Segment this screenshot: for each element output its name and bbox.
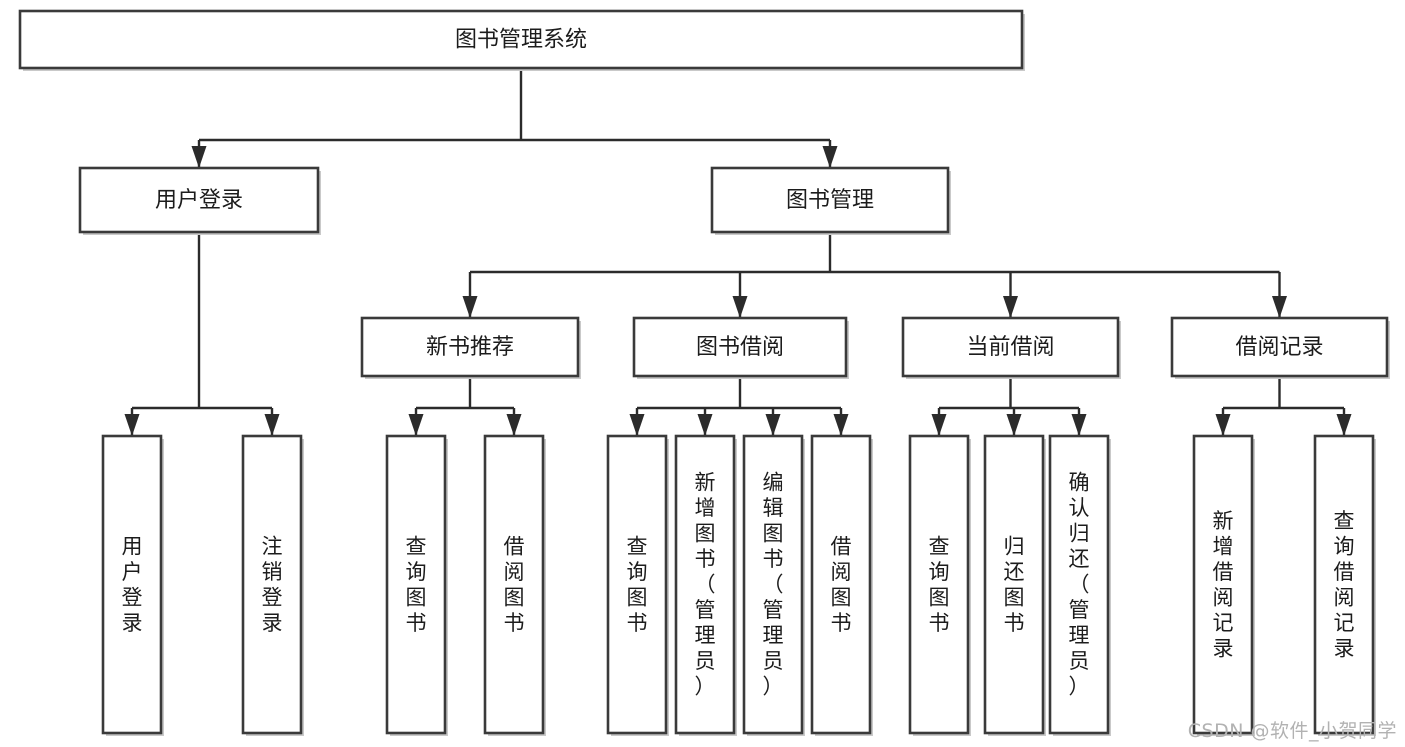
node-leaf-confirm-return-admin[interactable]: 确认归还（管理员） [1048, 434, 1111, 736]
node-leaf-query-book-2[interactable]: 查询图书 [606, 434, 669, 736]
node-label: 图书借阅 [696, 335, 784, 360]
node-box[interactable] [385, 434, 447, 735]
node-book-borrow[interactable]: 图书借阅 [632, 316, 849, 379]
watermark-text: CSDN @软件_小贺同学 [1187, 720, 1397, 742]
arrow-head-icon [765, 414, 781, 436]
arrow-head-icon [264, 414, 280, 436]
arrow-head-icon [1006, 414, 1022, 436]
node-leaf-query-borrow-record[interactable]: 查询借阅记录 [1313, 434, 1376, 736]
node-leaf-query-book-3[interactable]: 查询图书 [908, 434, 971, 736]
arrow-head-icon [408, 414, 424, 436]
node-leaf-logout[interactable]: 注销登录 [241, 434, 304, 736]
node-label: 当前借阅 [966, 335, 1054, 360]
arrow-head-icon [506, 414, 522, 436]
arrow-head-icon [1071, 414, 1087, 436]
arrow-head-icon [462, 296, 478, 318]
node-box[interactable] [1170, 316, 1389, 378]
node-label: 用户登录 [122, 534, 143, 635]
node-book-management[interactable]: 图书管理 [710, 166, 951, 235]
node-box[interactable] [1192, 434, 1254, 735]
node-leaf-add-borrow-record[interactable]: 新增借阅记录 [1192, 434, 1255, 736]
node-label: 借阅图书 [831, 534, 852, 635]
arrow-head-icon [697, 414, 713, 436]
arrow-head-icon [1272, 296, 1287, 318]
node-box[interactable] [606, 434, 668, 735]
node-box[interactable] [742, 434, 804, 735]
node-leaf-borrow-book-1[interactable]: 借阅图书 [483, 434, 546, 736]
arrow-head-icon [833, 414, 849, 436]
node-label: 新书推荐 [426, 335, 514, 360]
node-borrow-record[interactable]: 借阅记录 [1170, 316, 1390, 379]
node-leaf-user-login[interactable]: 用户登录 [101, 434, 164, 736]
node-label: 查询图书 [929, 534, 950, 635]
node-box[interactable] [674, 434, 736, 735]
node-leaf-return-book[interactable]: 归还图书 [983, 434, 1046, 736]
arrow-head-icon [931, 414, 947, 436]
arrow-head-icon [191, 146, 207, 168]
connector-group [1215, 376, 1352, 436]
node-label: 图书管理 [786, 188, 874, 213]
arrow-head-icon [1003, 296, 1018, 318]
node-label: 借阅图书 [504, 534, 525, 635]
arrow-head-icon [1215, 414, 1231, 436]
node-box[interactable] [360, 316, 580, 378]
node-box[interactable] [241, 434, 303, 735]
node-box[interactable] [18, 9, 1024, 70]
node-box[interactable] [710, 166, 950, 234]
node-box[interactable] [1048, 434, 1110, 735]
node-box[interactable] [901, 316, 1120, 378]
node-box[interactable] [483, 434, 545, 735]
node-new-book-recommend[interactable]: 新书推荐 [360, 316, 581, 379]
connector-group [408, 376, 522, 436]
node-current-borrow[interactable]: 当前借阅 [901, 316, 1121, 379]
node-label: 查询图书 [627, 534, 648, 635]
node-label: 借阅记录 [1235, 335, 1323, 360]
connector-group [931, 376, 1087, 436]
node-box[interactable] [78, 166, 320, 234]
node-root[interactable]: 图书管理系统 [18, 9, 1025, 71]
node-layer: 图书管理系统用户登录图书管理新书推荐图书借阅当前借阅借阅记录用户登录注销登录查询… [18, 9, 1390, 736]
node-box[interactable] [983, 434, 1045, 735]
node-label: 图书管理系统 [455, 28, 587, 53]
node-label: 用户登录 [155, 188, 243, 213]
arrow-head-icon [822, 146, 838, 168]
connector-group [462, 232, 1287, 318]
node-leaf-edit-book-admin[interactable]: 编辑图书（管理员） [742, 434, 805, 736]
node-box[interactable] [810, 434, 872, 735]
node-leaf-query-book-1[interactable]: 查询图书 [385, 434, 448, 736]
node-label: 归还图书 [1004, 534, 1025, 635]
node-leaf-borrow-book-2[interactable]: 借阅图书 [810, 434, 873, 736]
node-label: 查询借阅记录 [1334, 509, 1355, 661]
node-label: 注销登录 [262, 534, 283, 635]
node-box[interactable] [908, 434, 970, 735]
node-box[interactable] [101, 434, 163, 735]
node-label: 确认归还（管理员） [1069, 471, 1090, 699]
connector-group [191, 68, 838, 168]
arrow-head-icon [1336, 414, 1352, 436]
node-label: 编辑图书（管理员） [763, 471, 784, 699]
arrow-head-icon [732, 296, 748, 318]
node-label: 查询图书 [406, 534, 427, 635]
node-user-login[interactable]: 用户登录 [78, 166, 321, 235]
node-label: 新增图书（管理员） [695, 471, 716, 699]
connector-group [629, 376, 849, 436]
arrow-head-icon [124, 414, 140, 436]
node-box[interactable] [1313, 434, 1375, 735]
connector-group [124, 232, 280, 436]
arrow-head-icon [629, 414, 645, 436]
node-leaf-add-book-admin[interactable]: 新增图书（管理员） [674, 434, 737, 736]
connector-layer [124, 68, 1352, 436]
node-label: 新增借阅记录 [1213, 509, 1234, 661]
node-box[interactable] [632, 316, 848, 378]
